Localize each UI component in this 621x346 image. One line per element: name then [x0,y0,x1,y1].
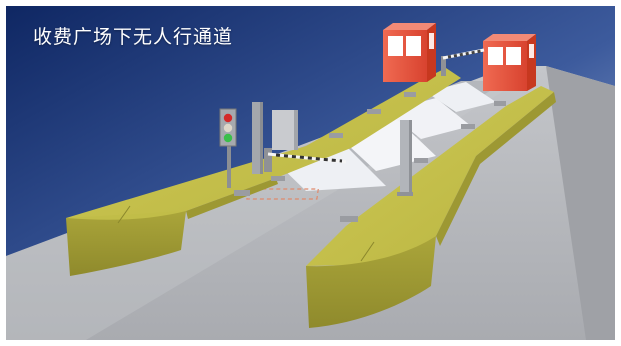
island-blocks [234,92,506,222]
traffic-light-icon [219,108,237,188]
toll-booth-icon [383,23,436,82]
posts [252,102,413,196]
toll-plaza-scene: 收费广场下无人行通道 [6,6,615,340]
barrier-gate-icon [441,48,485,76]
figure-title: 收费广场下无人行通道 [33,26,234,48]
crosswalk-4 [426,82,496,112]
toll-booth-icon [483,34,536,91]
barrier-gate-icon [264,148,347,172]
left-island [66,68,461,276]
right-island [306,86,556,328]
toll-plaza-illustration [6,6,615,340]
